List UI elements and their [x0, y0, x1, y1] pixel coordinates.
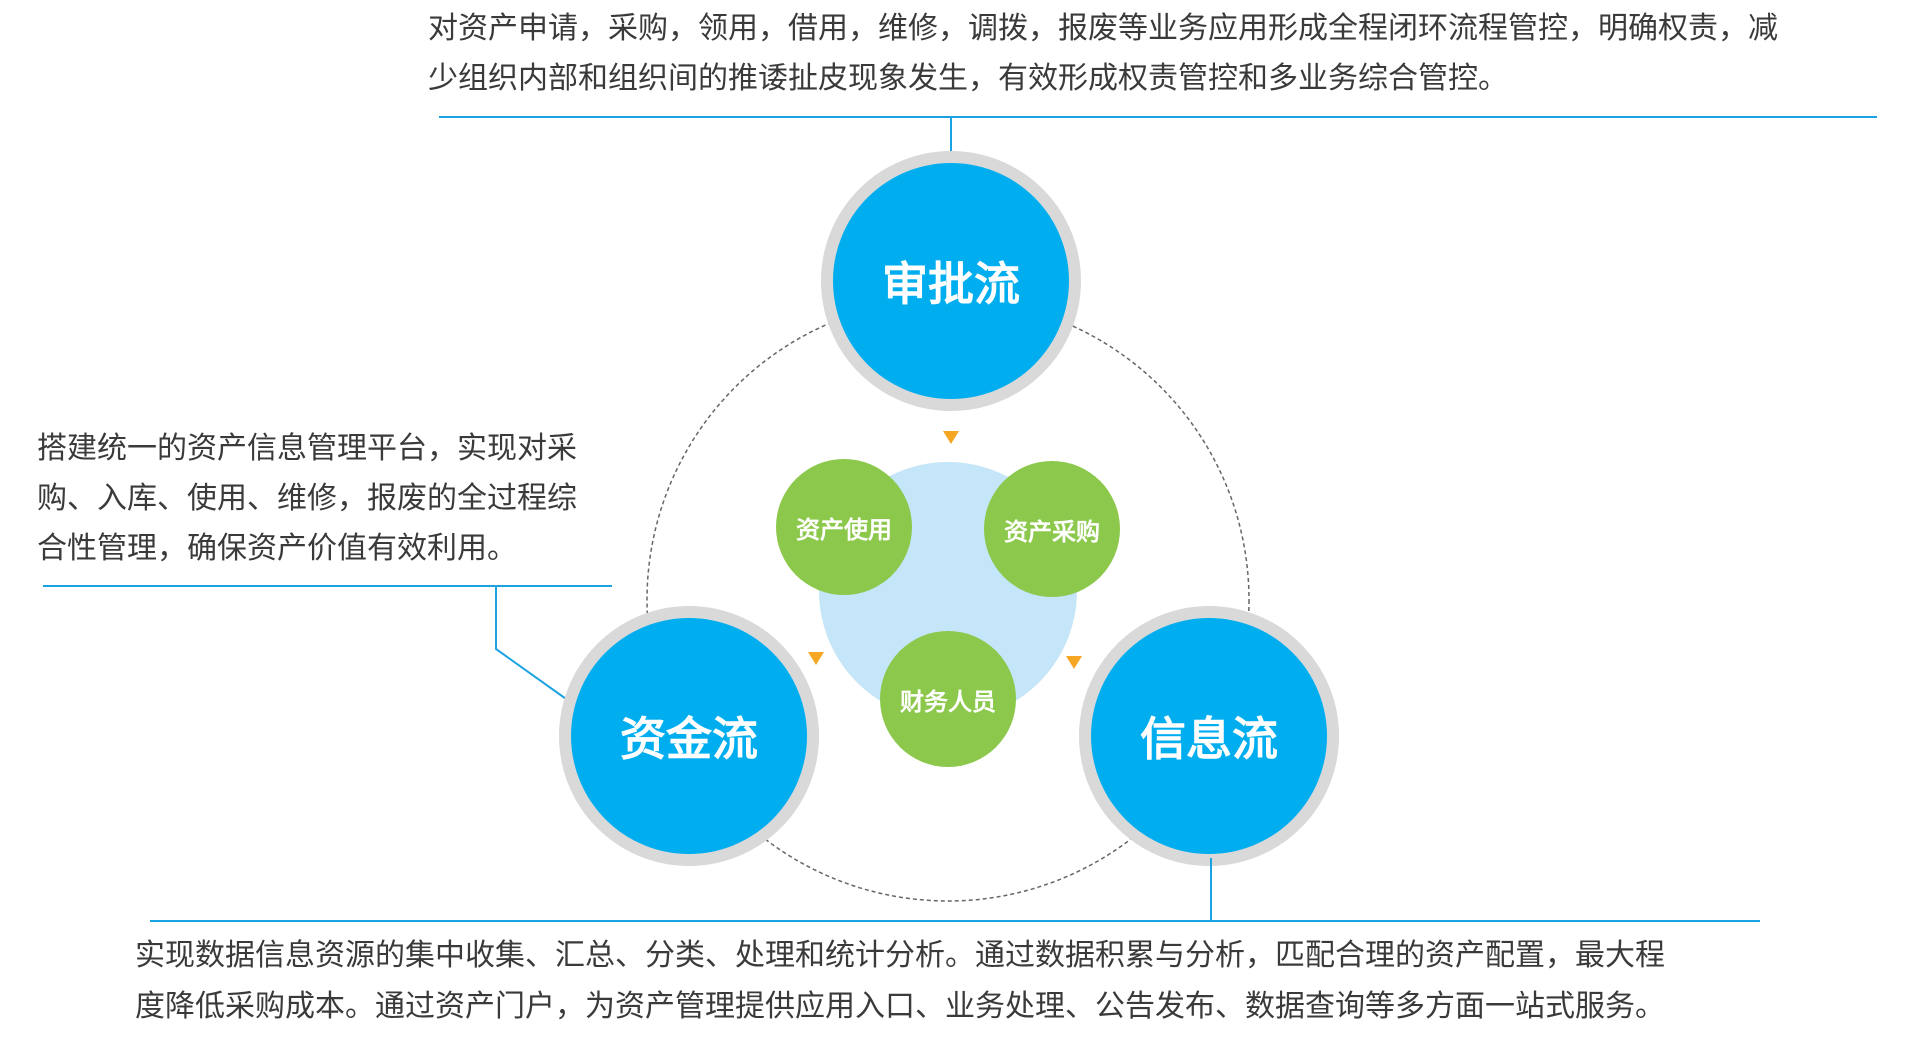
- funds-flow-label: 资金流: [620, 712, 758, 766]
- left-divider: [43, 585, 612, 587]
- top-divider: [439, 116, 1877, 118]
- information-flow-circle: 信息流: [1079, 606, 1339, 866]
- approval-flow-label: 审批流: [882, 257, 1020, 311]
- left-text-line-3: 合性管理，确保资产价值有效利用。: [37, 531, 517, 566]
- information-flow-label: 信息流: [1140, 712, 1278, 766]
- bottom-text-line-1: 实现数据信息资源的集中收集、汇总、分类、处理和统计分析。通过数据积累与分析，匹配…: [135, 938, 1665, 973]
- bottom-connector: [1210, 858, 1212, 921]
- approval-flow-circle: 审批流: [821, 151, 1081, 411]
- bottom-text-line-2: 度降低采购成本。通过资产门户，为资产管理提供应用入口、业务处理、公告发布、数据查…: [135, 989, 1665, 1024]
- top-text-line-2: 少组织内部和组织间的推诿扯皮现象发生，有效形成权责管控和多业务综合管控。: [428, 61, 1508, 96]
- top-connector: [950, 117, 952, 161]
- left-text-line-1: 搭建统一的资产信息管理平台，实现对采: [37, 431, 577, 466]
- asset-usage-label: 资产使用: [796, 515, 892, 544]
- finance-staff-circle: 财务人员: [880, 631, 1016, 767]
- arrow-down-icon: [808, 652, 824, 665]
- asset-usage-circle: 资产使用: [776, 459, 912, 595]
- funds-flow-circle: 资金流: [559, 606, 819, 866]
- asset-procurement-label: 资产采购: [1004, 517, 1100, 546]
- arrow-down-icon: [1066, 656, 1082, 669]
- asset-procurement-circle: 资产采购: [984, 461, 1120, 597]
- finance-staff-label: 财务人员: [900, 687, 996, 716]
- arrow-down-icon: [943, 431, 959, 444]
- left-connector: [495, 586, 577, 707]
- left-text-line-2: 购、入库、使用、维修，报废的全过程综: [37, 481, 577, 516]
- top-text-line-1: 对资产申请，采购，领用，借用，维修，调拨，报废等业务应用形成全程闭环流程管控，明…: [428, 11, 1778, 46]
- bottom-divider: [150, 920, 1760, 922]
